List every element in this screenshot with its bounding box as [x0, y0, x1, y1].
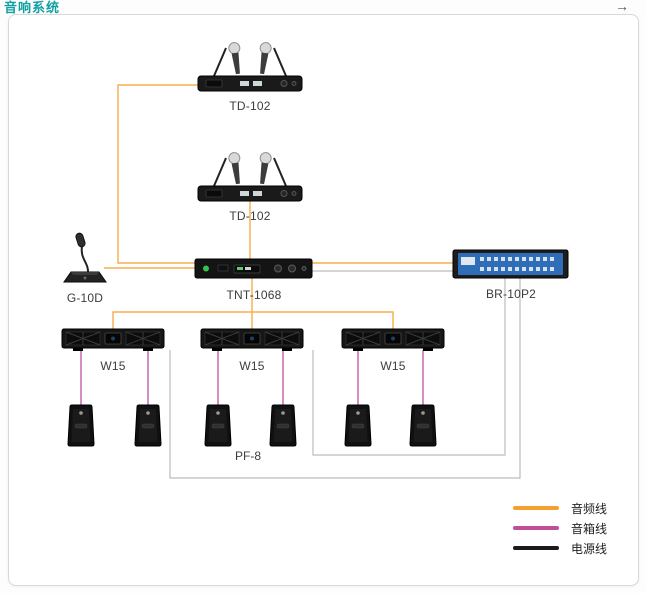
- mixer-rack-icon: [194, 258, 313, 279]
- device-mixer-tnt1068: TNT-1068: [194, 257, 314, 302]
- speaker-icon-3: [202, 404, 234, 448]
- forward-arrow-icon[interactable]: →: [615, 0, 629, 14]
- device-label-w15-2: W15: [239, 359, 265, 373]
- gooseneck-mic-icon: [63, 232, 107, 283]
- device-amplifier-2: W15: [200, 328, 304, 373]
- power-line-swatch: [513, 546, 559, 550]
- wireless-mic-receiver-icon: [196, 40, 304, 92]
- legend-row-speaker: 音箱线: [513, 518, 607, 538]
- amplifier-icon: [61, 328, 165, 352]
- device-label-g10d: G-10D: [66, 291, 104, 305]
- legend-row-audio: 音频线: [513, 498, 607, 518]
- speaker-icon-4: [267, 404, 299, 448]
- speaker-line-swatch: [513, 526, 559, 530]
- device-wireless-receiver-2: TD-102: [196, 150, 304, 223]
- speaker-icon-5: [342, 404, 374, 448]
- legend-label-power: 电源线: [571, 541, 608, 556]
- device-br10p2: BR-10P2: [452, 249, 570, 301]
- device-wireless-receiver-1: TD-102: [196, 40, 304, 113]
- amplifier-icon: [200, 328, 304, 352]
- power-sequencer-icon: [452, 249, 569, 279]
- device-conference-mic: G-10D: [56, 228, 114, 305]
- legend: 音频线 音箱线 电源线: [513, 498, 607, 558]
- device-amplifier-3: W15: [341, 328, 445, 373]
- speaker-icon-1: [65, 404, 97, 448]
- device-label-w15-3: W15: [380, 359, 406, 373]
- page-title: 音响系统: [4, 0, 61, 15]
- legend-label-speaker: 音箱线: [571, 521, 608, 536]
- device-label-tnt1068: TNT-1068: [226, 288, 282, 302]
- speaker-icon-6: [407, 404, 439, 448]
- amplifier-icon: [341, 328, 445, 352]
- device-amplifier-1: W15: [61, 328, 165, 373]
- device-label-w15-1: W15: [100, 359, 126, 373]
- device-label-pf8: PF-8: [234, 449, 261, 463]
- audio-line-swatch: [513, 506, 559, 510]
- device-label-br10p2: BR-10P2: [485, 287, 537, 301]
- wireless-mic-receiver-icon: [196, 150, 304, 202]
- legend-row-power: 电源线: [513, 538, 607, 558]
- device-label-td102-1: TD-102: [229, 99, 271, 113]
- speaker-icon-2: [132, 404, 164, 448]
- legend-label-audio: 音频线: [571, 501, 608, 516]
- device-label-td102-2: TD-102: [229, 209, 271, 223]
